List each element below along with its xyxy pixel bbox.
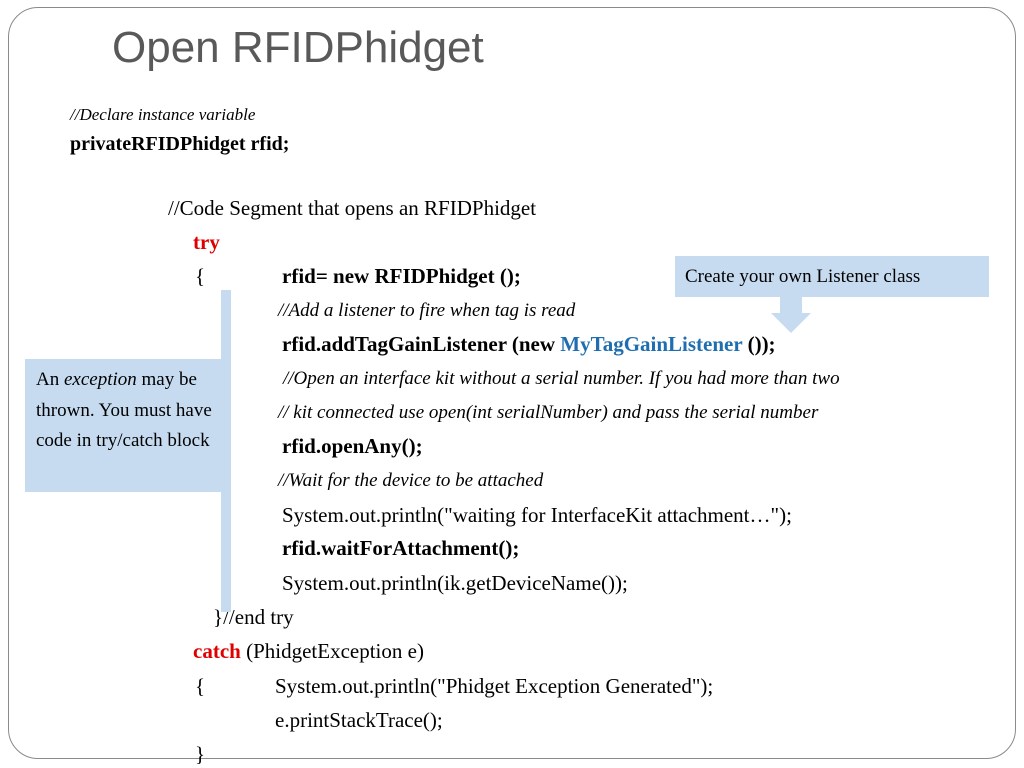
callout-exception: An exception may be thrown. You must hav… (25, 359, 223, 492)
code-println-device: System.out.println(ik.getDeviceName()); (282, 571, 628, 595)
code-open-any: rfid.openAny(); (282, 434, 423, 458)
slide-title: Open RFIDPhidget (112, 23, 484, 72)
code-comment-open-2: // kit connected use open(int serialNumb… (278, 402, 819, 423)
code-comment-open-1: //Open an interface kit without a serial… (283, 368, 840, 389)
callout-exception-pre: An (36, 369, 64, 390)
code-catch-open-brace: { (195, 674, 206, 698)
code-open-brace: { (195, 264, 206, 288)
code-wait-attachment: rfid.waitForAttachment(); (282, 536, 520, 560)
code-declaration: privateRFIDPhidget rfid; (70, 133, 290, 155)
callout-exception-em: exception (63, 369, 137, 390)
code-comment-listener: //Add a listener to fire when tag is rea… (278, 300, 576, 321)
code-add-listener-prefix: rfid.addTagGainListener (new (282, 332, 561, 356)
code-println-exception: System.out.println("Phidget Exception Ge… (275, 674, 714, 698)
code-println-waiting: System.out.println("waiting for Interfac… (282, 503, 792, 527)
code-new-rfid: rfid= new RFIDPhidget (); (282, 264, 521, 288)
code-comment-segment: //Code Segment that opens an RFIDPhidget (168, 196, 537, 220)
code-comment-declare: //Declare instance variable (70, 105, 256, 124)
callout-listener-class: Create your own Listener class (675, 256, 989, 297)
code-add-listener: rfid.addTagGainListener (new MyTagGainLi… (282, 331, 776, 357)
code-listener-class: MyTagGainListener (560, 332, 743, 356)
code-print-stack-trace: e.printStackTrace(); (275, 708, 443, 732)
code-catch-params: (PhidgetException e) (240, 639, 424, 663)
code-catch-keyword: catch (193, 639, 241, 663)
code-add-listener-suffix: ()); (742, 332, 776, 356)
callout-arrow-down-icon (771, 297, 811, 333)
code-catch-close-brace: } (195, 742, 206, 766)
code-comment-wait: //Wait for the device to be attached (278, 470, 544, 491)
code-try-keyword: try (193, 230, 220, 254)
callout-exception-post: may be thrown. You must have code in try… (36, 369, 212, 451)
try-block-bar (221, 290, 231, 612)
code-catch-line: catch (PhidgetException e) (193, 638, 424, 664)
